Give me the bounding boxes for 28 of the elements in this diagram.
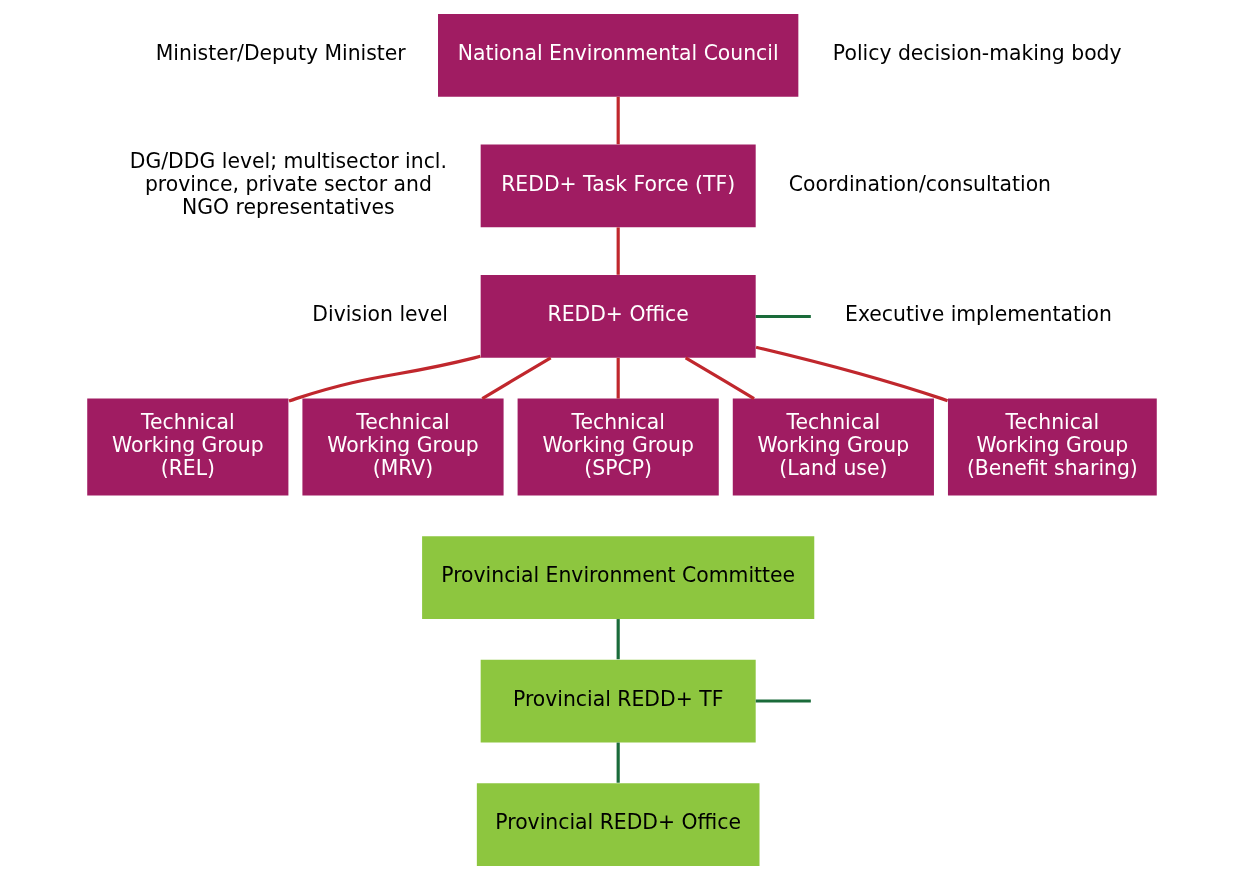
connector [755, 698, 811, 703]
node-box: Technical Working Group (Benefit sharing) [947, 398, 1157, 495]
node-box: REDD+ Task Force (TF) [480, 144, 756, 227]
node-box: National Environmental Council [438, 13, 799, 97]
node-box: Technical Working Group (REL) [87, 398, 289, 495]
label: Policy decision-making body [832, 40, 1122, 65]
node-box: Technical Working Group (Land use) [732, 398, 934, 495]
label: Executive implementation [845, 301, 1112, 326]
connector [755, 314, 811, 318]
connector [616, 618, 620, 659]
connector [481, 356, 552, 400]
connector [684, 356, 755, 400]
connector [616, 96, 620, 144]
connector [616, 357, 620, 399]
connector [288, 354, 481, 402]
connector [616, 226, 620, 275]
label: Coordination/consultation [788, 171, 1052, 196]
node-box: Provincial Environment Committee [422, 535, 815, 619]
node-box: Technical Working Group (SPCP) [517, 398, 719, 495]
label: Division level [312, 301, 448, 326]
node-box: Technical Working Group (MRV) [302, 398, 504, 495]
label: DG/DDG level; multisector incl. province, private sector and NGO representatives [129, 148, 447, 219]
node-box: REDD+ Office [480, 274, 756, 358]
label: Minister/Deputy Minister [155, 40, 406, 65]
connector [755, 345, 949, 402]
connector [616, 742, 620, 783]
node-box: Provincial REDD+ TF [480, 659, 756, 742]
node-box: Provincial REDD+ Office [476, 782, 760, 866]
